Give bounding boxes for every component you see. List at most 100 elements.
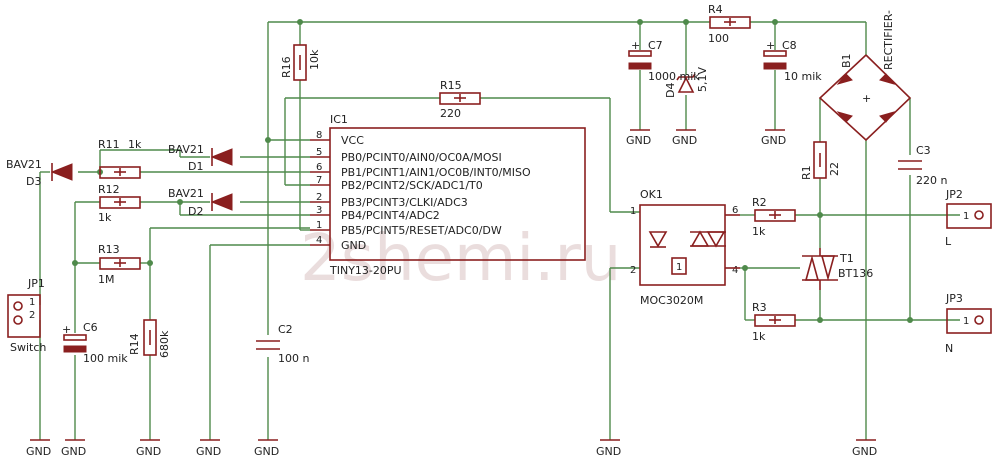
watermark: 2shemi.ru — [300, 222, 621, 296]
ic1-pin-number: 1 — [316, 220, 322, 231]
diode-d3: BAV21 D3 — [6, 158, 73, 188]
r4-value: 100 — [708, 32, 729, 45]
ground-symbol: GND — [136, 439, 161, 458]
jp1-ref: JP1 — [27, 277, 45, 290]
r14-ref: R14 — [128, 333, 141, 355]
bridge-rectifier-b1: + B1 RECTIFIER- — [818, 10, 912, 142]
ok1-ref: OK1 — [640, 188, 663, 201]
capacitor-c6: + C6 100 mik — [62, 321, 128, 365]
ic1-pin-name: VCC — [341, 134, 364, 147]
c7-polarity-mark: + — [631, 39, 640, 52]
r3-value: 1k — [752, 330, 766, 343]
r13-ref: R13 — [98, 243, 120, 256]
jp2-label: L — [945, 235, 952, 248]
ground-symbol: GND — [61, 439, 86, 458]
r16-value: 10k — [308, 49, 321, 70]
c8-value: 10 mik — [784, 70, 822, 83]
resistor-r11: R11 1k — [98, 138, 142, 179]
ground-symbol: GND — [196, 439, 221, 458]
ground-label: GND — [761, 134, 786, 147]
resistor-r13: R13 1M — [98, 243, 141, 286]
connector-jp3: JP3 1 N — [945, 292, 992, 355]
triac-t1: T1 BT136 — [802, 248, 873, 290]
d3-ref: D3 — [26, 175, 41, 188]
r3-ref: R3 — [752, 301, 767, 314]
t1-ref: T1 — [839, 252, 854, 265]
ground-label: GND — [26, 445, 51, 458]
ic1-pin-number: 4 — [316, 235, 322, 246]
d2-part: BAV21 — [168, 187, 204, 200]
resistor-r15: R15 220 — [439, 79, 481, 120]
resistor-r16: R16 10k — [280, 44, 321, 81]
c3-value: 220 n — [916, 174, 947, 187]
diode-d1: BAV21 D1 — [168, 143, 233, 173]
ground-symbol: GND — [626, 129, 651, 147]
r13-value: 1M — [98, 273, 115, 286]
ic1-pin-name: GND — [341, 239, 366, 252]
c2-value: 100 n — [278, 352, 309, 365]
ground-label: GND — [136, 445, 161, 458]
capacitor-c2: C2 100 n — [256, 323, 309, 365]
ground-symbol: GND — [761, 129, 786, 147]
ic1-pin-name: PB0/PCINT0/AIN0/OC0A/MOSI — [341, 151, 502, 164]
d1-ref: D1 — [188, 160, 203, 173]
resistor-r2: R2 1k — [752, 196, 796, 238]
ok1-part: MOC3020M — [640, 294, 703, 307]
c3-ref: C3 — [916, 144, 931, 157]
capacitor-c3: C3 220 n — [898, 144, 947, 187]
ic1-pin-name: PB3/PCINT3/CLKI/ADC3 — [341, 196, 468, 209]
c6-value: 100 mik — [83, 352, 128, 365]
optocoupler-ok1: OK1 MOC3020M 1 2 6 4 1 — [630, 188, 740, 307]
c8-polarity-mark: + — [766, 39, 775, 52]
resistor-r14: R14 680k — [128, 319, 171, 358]
ic1-pin-number: 3 — [316, 205, 322, 216]
ic1-ref: IC1 — [330, 113, 348, 126]
jp2-pin: 1 — [963, 211, 969, 222]
capacitor-c7: + C7 1000 mik — [628, 39, 700, 83]
resistor-r12: R12 1k — [98, 183, 141, 224]
ic1-chip: IC1 TINY13-20PU 8 5 6 7 2 3 1 4 VCC PB0/… — [310, 113, 586, 277]
ground-symbol: GND — [852, 439, 877, 458]
ground-label: GND — [852, 445, 877, 458]
ground-label: GND — [672, 134, 697, 147]
ic1-pin-number: 5 — [316, 147, 322, 158]
d4-value: 5,1V — [696, 67, 709, 92]
ground-symbol: GND — [596, 439, 621, 458]
ic1-pin-number: 7 — [316, 175, 322, 186]
diode-d2: BAV21 D2 — [168, 187, 233, 218]
jp1-label: Switch — [10, 341, 46, 354]
c8-ref: C8 — [782, 39, 797, 52]
r1-value: 22 — [828, 162, 841, 176]
r15-ref: R15 — [440, 79, 462, 92]
r1-ref: R1 — [800, 165, 813, 180]
r12-ref: R12 — [98, 183, 120, 196]
ground-label: GND — [61, 445, 86, 458]
ic1-pin-name: PB5/PCINT5/RESET/ADC0/DW — [341, 224, 502, 237]
r11-ref: R11 — [98, 138, 120, 151]
r16-ref: R16 — [280, 56, 293, 78]
ground-symbol: GND — [26, 439, 51, 458]
ic1-pin-name: PB1/PCINT1/AIN1/OC0B/INT0/MISO — [341, 166, 531, 179]
d1-part: BAV21 — [168, 143, 204, 156]
ok1-pin: 6 — [732, 205, 738, 216]
ic1-pin-name: PB4/PCINT4/ADC2 — [341, 209, 440, 222]
resistor-r1: R1 22 — [800, 141, 841, 180]
d3-part: BAV21 — [6, 158, 42, 171]
c7-ref: C7 — [648, 39, 663, 52]
r11-value: 1k — [128, 138, 142, 151]
connector-jp1: JP1 1 2 Switch — [7, 277, 46, 354]
bridge-ref: B1 — [840, 53, 853, 68]
jp3-pin: 1 — [963, 316, 969, 327]
capacitor-c8: + C8 10 mik — [763, 39, 822, 83]
jp2-ref: JP2 — [945, 188, 963, 201]
c7-value: 1000 mik — [648, 70, 700, 83]
r12-value: 1k — [98, 211, 112, 224]
d4-ref: D4 — [664, 83, 677, 98]
d2-ref: D2 — [188, 205, 203, 218]
ic1-part: TINY13-20PU — [329, 264, 402, 277]
jp3-label: N — [945, 342, 953, 355]
c2-ref: C2 — [278, 323, 293, 336]
ic1-pin-lines — [310, 139, 330, 246]
zener-d4: D4 5,1V — [664, 67, 709, 98]
